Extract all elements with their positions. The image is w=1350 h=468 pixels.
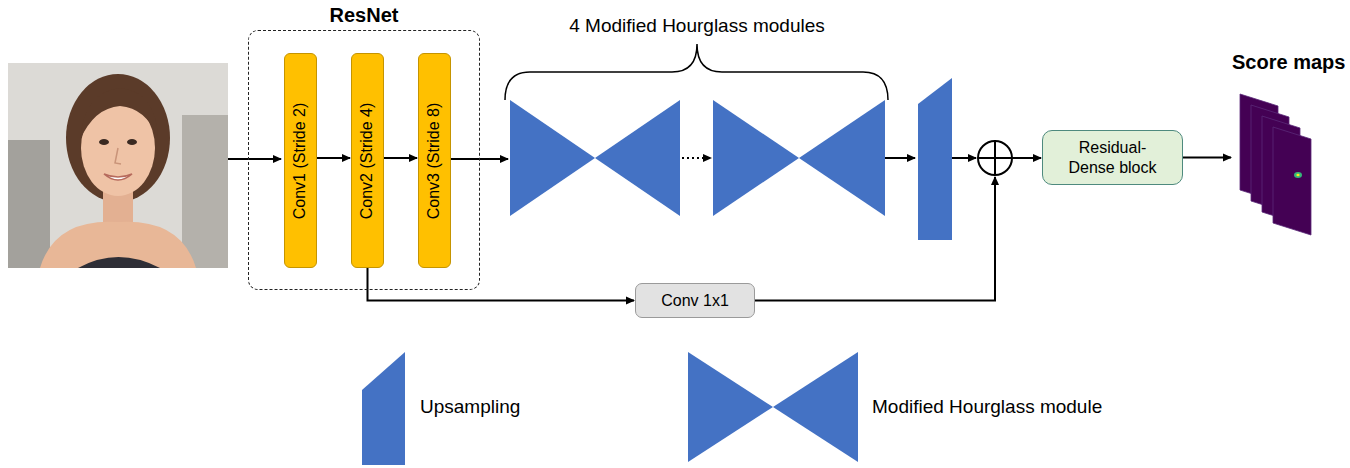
flow-arrow xyxy=(952,157,976,159)
legend-hourglass-symbol xyxy=(688,352,858,462)
upsampling-block xyxy=(918,78,952,240)
flow-arrow xyxy=(228,158,281,160)
flow-arrow xyxy=(885,157,915,159)
group-caption: 4 Modified Hourglass modules xyxy=(500,14,894,38)
face-photo xyxy=(8,63,228,268)
block-label: Conv 1x1 xyxy=(661,292,729,310)
flow-connector xyxy=(384,157,417,159)
block-label: Residual- Dense block xyxy=(1057,138,1169,178)
sum-symbol xyxy=(978,141,1012,175)
score-map-stack xyxy=(1232,50,1332,252)
block-label: Conv2 (Stride 4) xyxy=(359,102,377,219)
conv-box: Conv 1x1 xyxy=(635,283,755,318)
hourglass-module xyxy=(510,100,680,216)
block-label: Conv1 (Stride 2) xyxy=(292,102,310,219)
backbone-group: ResNetConv1 (Stride 2)Conv2 (Stride 4)Co… xyxy=(248,30,480,290)
conv-block: Conv1 (Stride 2) xyxy=(284,53,317,268)
flow-connector xyxy=(317,157,350,159)
group-title: ResNet xyxy=(249,3,479,27)
block-label: Conv3 (Stride 8) xyxy=(426,102,444,219)
flow-connector xyxy=(368,268,635,301)
legend-label: Upsampling xyxy=(420,395,520,419)
group-brace xyxy=(505,44,888,100)
legend-label: Modified Hourglass module xyxy=(872,395,1102,419)
flow-arrow xyxy=(994,177,996,200)
dotted-arrow xyxy=(682,157,711,159)
conv-block: Conv3 (Stride 8) xyxy=(418,53,451,268)
output-title: Score maps xyxy=(1232,50,1332,74)
score-maps: Score maps xyxy=(1232,50,1332,252)
legend-upsampling-symbol xyxy=(362,352,405,465)
flow-connector xyxy=(755,158,1041,301)
conv-block: Conv2 (Stride 4) xyxy=(351,53,384,268)
residual-dense-block: Residual- Dense block xyxy=(1042,130,1183,185)
hourglass-module xyxy=(713,100,885,216)
flow-connector xyxy=(1183,157,1231,159)
